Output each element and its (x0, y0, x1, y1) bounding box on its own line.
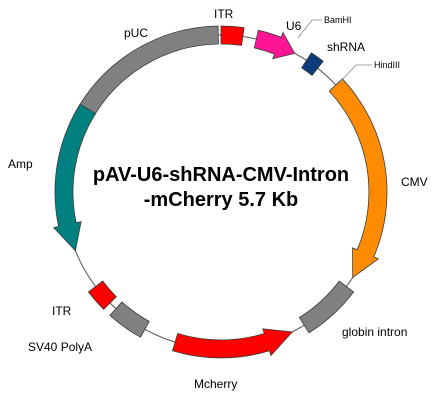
sv40-polya-feature (109, 301, 150, 338)
sv40-polya-label: SV40 PolyA (28, 340, 92, 354)
puc-label: pUC (124, 26, 148, 40)
globin-intron-label: globin intron (342, 325, 407, 339)
u6-promoter-arrow (253, 29, 296, 60)
mcherry-label: Mcherry (194, 377, 237, 391)
shrna-feature (301, 52, 324, 76)
bamhi-leader-line (297, 19, 322, 39)
mcherry-arrow (172, 328, 294, 359)
bamhi-site-label: BamHI (324, 15, 352, 25)
shrna-label: shRNA (327, 40, 365, 54)
amp-label: Amp (8, 157, 33, 171)
globin-intron-feature (298, 280, 355, 334)
cmv-label: CMV (401, 175, 428, 189)
puc-feature (73, 25, 219, 124)
itr-top-feature (220, 25, 245, 46)
itr-bottom-feature (87, 280, 117, 310)
itr-top-label: ITR (214, 7, 234, 21)
u6-label: U6 (286, 19, 302, 33)
itr-bottom-label: ITR (52, 304, 72, 318)
plasmid-title-line2: -mCherry 5.7 Kb (144, 189, 299, 211)
hindiii-leader-line (338, 64, 372, 84)
hindiii-site-label: HindIII (374, 60, 400, 70)
cmv-promoter-arrow (328, 78, 388, 279)
amp-resistance-arrow (52, 103, 97, 252)
plasmid-title-line1: pAV-U6-shRNA-CMV-Intron (93, 164, 349, 186)
